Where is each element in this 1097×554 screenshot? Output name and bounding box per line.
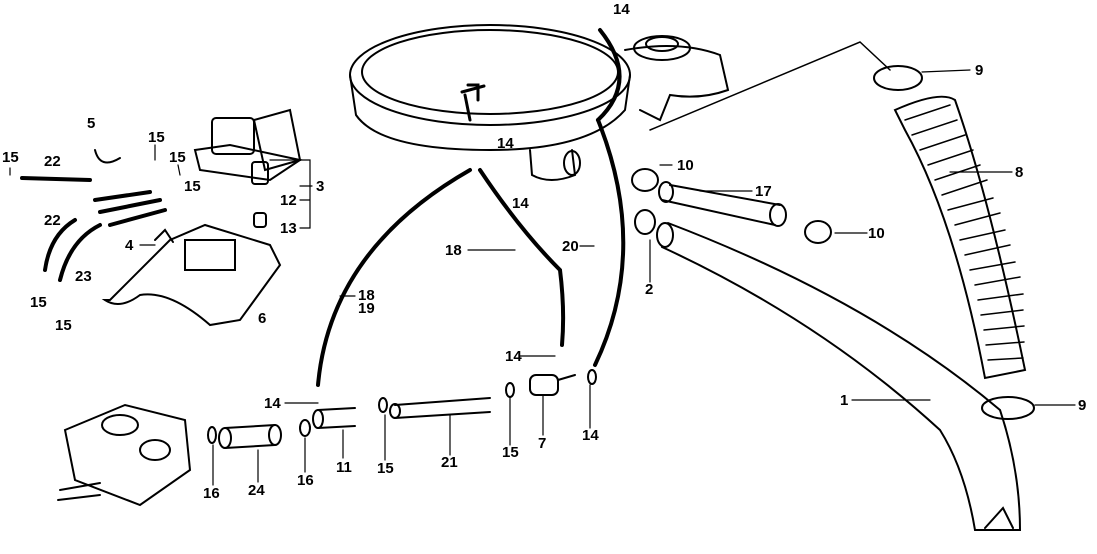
callout-17: 17 — [755, 183, 772, 200]
callout-15g: 15 — [377, 460, 394, 477]
callout-20: 20 — [562, 238, 579, 255]
small-hoses — [20, 149, 167, 282]
callout-14b: 14 — [497, 135, 514, 152]
callout-15a: 15 — [148, 129, 165, 146]
air-cleaner-case — [349, 24, 730, 181]
leader-lines — [9, 69, 1076, 486]
callout-24: 24 — [248, 482, 265, 499]
tube-17 — [658, 181, 787, 227]
callout-12: 12 — [280, 192, 297, 209]
hose-clamps — [631, 65, 1035, 420]
callout-16b: 16 — [297, 472, 314, 489]
callout-18b: 18 — [358, 287, 375, 304]
corrugated-hose-8 — [893, 95, 1027, 380]
callout-23: 23 — [75, 268, 92, 285]
hoses-18-20 — [316, 28, 626, 387]
callout-9: 9 — [975, 62, 984, 79]
callout-9b: 9 — [1078, 397, 1087, 414]
callout-3: 3 — [316, 178, 325, 195]
callout-15d: 15 — [184, 178, 201, 195]
callout-18: 18 — [445, 242, 462, 259]
callout-14c: 14 — [512, 195, 529, 212]
callout-19: 19 — [358, 300, 375, 317]
callout-14e: 14 — [264, 395, 281, 412]
callout-16a: 16 — [203, 485, 220, 502]
callout-15f: 15 — [55, 317, 72, 334]
callout-5: 5 — [87, 115, 96, 132]
callout-14: 14 — [613, 1, 630, 18]
callout-15c: 15 — [169, 149, 186, 166]
callout-22b: 22 — [44, 212, 61, 229]
callout-7: 7 — [538, 435, 547, 452]
lower-fittings — [207, 369, 597, 449]
callout-14f: 14 — [582, 427, 599, 444]
callout-6: 6 — [258, 310, 267, 327]
callout-4: 4 — [125, 237, 134, 254]
callout-15e: 15 — [30, 294, 47, 311]
carburetor-insulator — [57, 403, 192, 507]
callout-1: 1 — [840, 392, 849, 409]
callout-13: 13 — [280, 220, 297, 237]
callout-11: 11 — [336, 459, 352, 476]
callout-22a: 22 — [44, 153, 61, 170]
leader-snorkel — [649, 41, 891, 131]
callout-15b: 15 — [2, 149, 19, 166]
bracket-6 — [101, 223, 282, 327]
callout-10b: 10 — [868, 225, 885, 242]
callout-14d: 14 — [505, 348, 522, 365]
callout-21: 21 — [441, 454, 458, 471]
callout-8: 8 — [1015, 164, 1024, 181]
callout-2: 2 — [645, 281, 654, 298]
callout-15h: 15 — [502, 444, 519, 461]
callout-10: 10 — [677, 157, 694, 174]
duct-1 — [656, 222, 1022, 531]
valve-assembly-3 — [193, 108, 303, 228]
